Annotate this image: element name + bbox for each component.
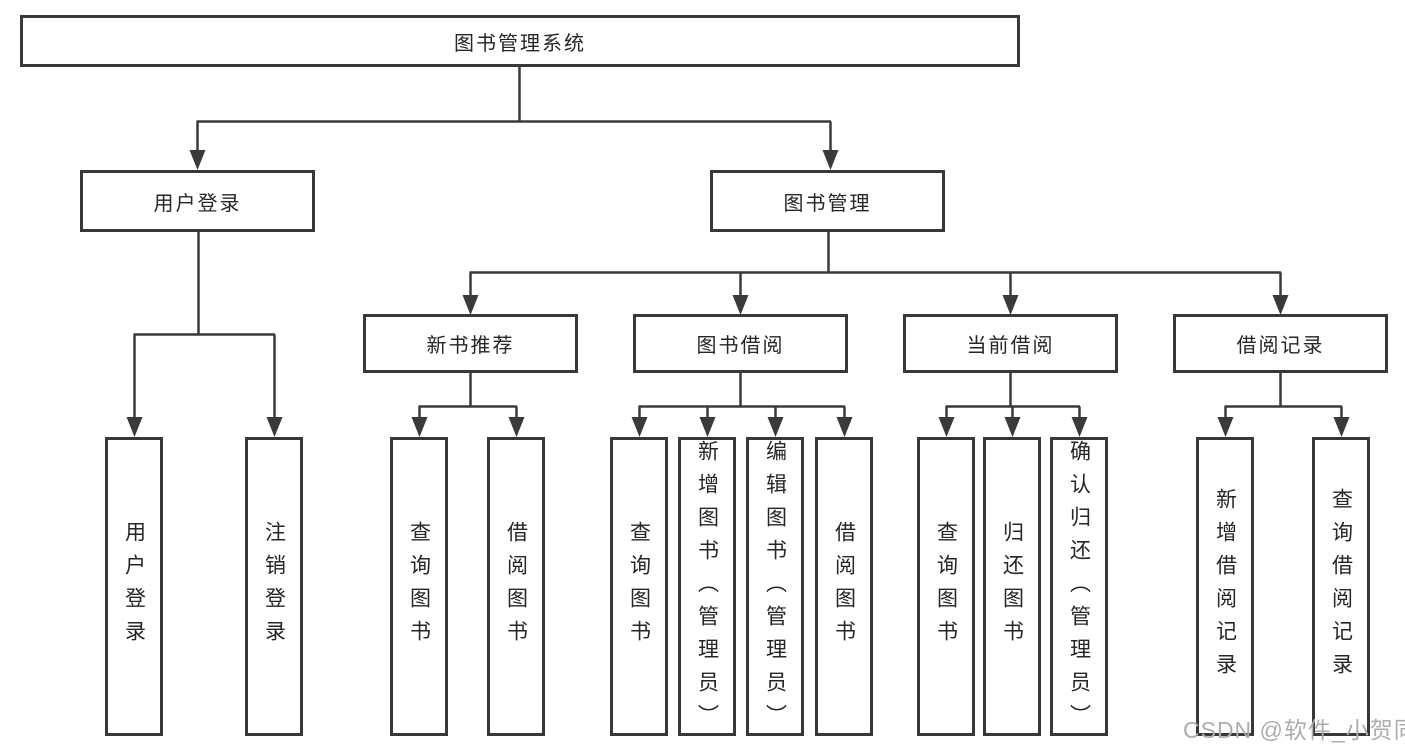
edge-borrow-records-to-leaves bbox=[1217, 373, 1350, 437]
node-book-management: 图书管理 bbox=[710, 170, 945, 232]
node-leaf-bb-add-book-admin: 新增图书（管理员） bbox=[678, 437, 736, 737]
node-leaf-br-add-record: 新增借阅记录 bbox=[1196, 437, 1254, 736]
node-new-book-recommend: 新书推荐 bbox=[363, 314, 578, 373]
node-leaf-cb-confirm-return-admin: 确认归还（管理员） bbox=[1050, 437, 1108, 737]
node-root-system: 图书管理系统 bbox=[20, 15, 1020, 67]
node-leaf-rec-borrow-book: 借阅图书 bbox=[487, 437, 545, 736]
node-leaf-cb-return-book: 归还图书 bbox=[983, 437, 1041, 736]
edge-new-book-rec-to-leaves bbox=[411, 373, 525, 437]
node-borrow-records: 借阅记录 bbox=[1173, 314, 1388, 373]
edge-current-borrow-to-leaves bbox=[938, 373, 1088, 437]
edge-book-borrow-to-leaves bbox=[631, 373, 853, 437]
node-book-borrow: 图书借阅 bbox=[633, 314, 848, 373]
node-leaf-bb-borrow-book: 借阅图书 bbox=[815, 437, 873, 736]
node-current-borrow: 当前借阅 bbox=[903, 314, 1118, 373]
node-leaf-bb-query-book: 查询图书 bbox=[610, 437, 668, 736]
node-leaf-rec-query-book: 查询图书 bbox=[390, 437, 448, 736]
node-leaf-cb-query-book: 查询图书 bbox=[917, 437, 975, 736]
csdn-watermark: CSDN @软件_小贺同学 bbox=[1183, 717, 1405, 743]
edge-user-login-to-leaves bbox=[126, 232, 283, 437]
node-leaf-bb-edit-book-admin: 编辑图书（管理员） bbox=[746, 437, 804, 737]
node-user-login: 用户登录 bbox=[80, 170, 315, 232]
edge-root-to-level2 bbox=[189, 67, 839, 170]
edge-book-mgmt-to-level3 bbox=[462, 232, 1289, 315]
node-leaf-logout: 注销登录 bbox=[245, 437, 303, 736]
node-leaf-br-query-record: 查询借阅记录 bbox=[1312, 437, 1370, 736]
node-leaf-user-login: 用户登录 bbox=[105, 437, 163, 736]
